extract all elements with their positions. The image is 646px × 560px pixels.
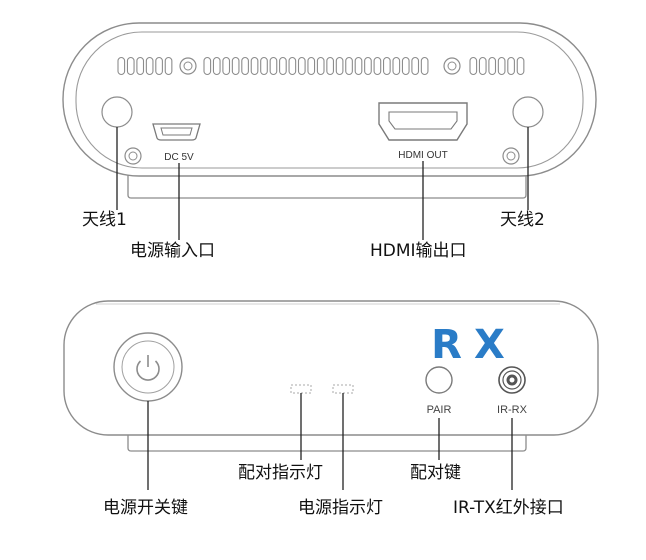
dc-5v-port [152,123,201,141]
screw-bottom-right [502,147,520,165]
vent-slot [269,56,278,76]
vent-slot [136,56,145,76]
bottom-device-front-panel: RX PAIR IR-RX [63,300,599,490]
hdmi-out-port [378,102,468,141]
callout-power-input: 电源输入口 [130,241,215,261]
callout-power-indicator: 电源指示灯 [298,498,383,518]
vent-slot [392,56,401,76]
screw-bottom-left [124,147,142,165]
vent-slot [497,56,506,76]
vent-slot [250,56,259,76]
vent-slot [164,56,173,76]
vent-slot [516,56,525,76]
dc-5v-label: DC 5V [164,152,194,163]
callout-hdmi-output: HDMI输出口 [370,241,467,261]
callout-power-switch: 电源开关键 [103,498,188,518]
ir-rx-jack [498,366,526,394]
pair-button[interactable] [425,366,453,394]
rx-brand-logo: RX [431,322,517,368]
vent-slot [507,56,515,76]
hdmi-out-label: HDMI OUT [398,150,447,161]
vent-slot [126,56,135,76]
vent-slot [288,56,297,76]
vent-slot [145,56,154,76]
vent-slot [212,56,221,76]
vent-slot [373,56,382,76]
pair-label: PAIR [427,404,452,416]
power-icon [136,355,160,381]
ir-rx-label: IR-RX [497,404,528,416]
vent-slot [297,56,306,76]
vent-slot [411,56,420,76]
top-device-body [62,22,597,177]
vent-slot [401,56,410,76]
vent-slot [382,56,391,76]
bottom-device-body [63,300,599,436]
vent-slot [469,56,478,76]
vent-slot [345,56,353,76]
top-device-rear-panel: DC 5V HDMI OUT [62,22,597,240]
vent-slot [117,56,126,76]
vent-slot [478,56,487,76]
vent-slot [203,56,212,76]
top-device-inner-panel [75,31,584,169]
callout-pair-button: 配对键 [410,463,461,483]
vent-slot [316,56,325,76]
vent-slot [279,56,287,76]
callout-pair-indicator: 配对指示灯 [238,463,323,483]
vent-slot [420,56,429,76]
vent-slot [354,56,363,76]
vent-slot [155,56,163,76]
vent-slot [364,56,372,76]
vent-slot [231,56,240,76]
vent-slot [222,56,231,76]
vent-slot [326,56,335,76]
callout-antenna1: 天线1 [82,210,127,230]
callout-antenna2: 天线2 [500,210,545,230]
screw-top-left [179,57,197,75]
vent-slot [488,56,497,76]
screw-top-right [443,57,461,75]
callout-ir-port: IR-TX红外接口 [453,498,564,518]
vent-slot [260,56,268,76]
vent-slot [307,56,316,76]
vent-slots [117,56,525,76]
vent-slot [335,56,344,76]
vent-slot [241,56,249,76]
